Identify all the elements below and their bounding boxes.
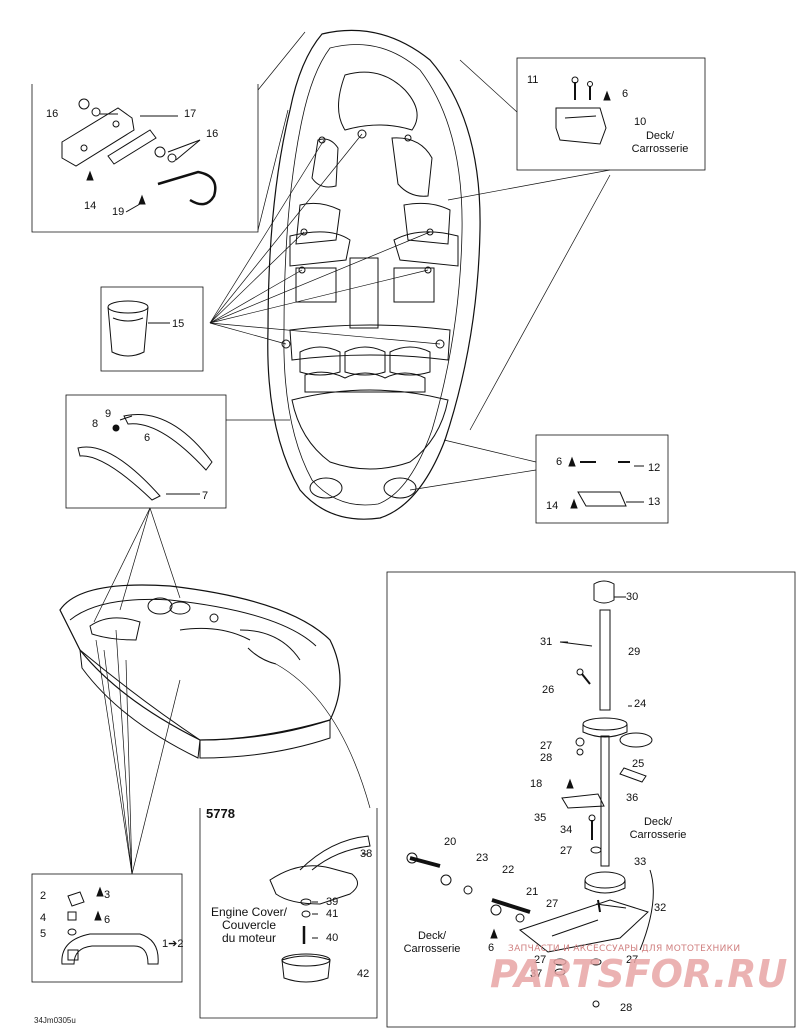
engine-cover-assembly xyxy=(269,835,371,983)
callout-27: 27 xyxy=(546,898,559,910)
callout-9: 9 xyxy=(105,408,112,420)
callout-31: 31 xyxy=(540,636,553,648)
callout-32: 32 xyxy=(654,902,667,914)
callout-4: 4 xyxy=(40,912,47,924)
callout-21: 21 xyxy=(526,886,539,898)
callout-28: 28 xyxy=(620,1002,633,1014)
callout-16: 16 xyxy=(206,128,219,140)
detail-box-hooks xyxy=(31,84,259,233)
callout-27: 27 xyxy=(534,954,547,966)
callout-30: 30 xyxy=(626,591,639,603)
detail-box-cup-holder xyxy=(100,286,204,372)
callout-6: 6 xyxy=(556,456,563,468)
grab-handle-part xyxy=(77,414,213,501)
callout-14: 14 xyxy=(546,500,559,512)
callout-33: 33 xyxy=(634,856,647,868)
diagram-id: 5778 xyxy=(206,806,235,821)
detail-box-fasteners-right xyxy=(535,434,669,524)
callout-26: 26 xyxy=(542,684,555,696)
callout-29: 29 xyxy=(628,646,641,658)
detail-box-engine-cover xyxy=(199,808,378,1019)
callout-41: 41 xyxy=(326,908,339,920)
callout-10: 10 xyxy=(634,116,647,128)
callout-14: 14 xyxy=(84,200,97,212)
callout-7: 7 xyxy=(202,490,209,502)
cup-holder-part xyxy=(107,300,170,357)
callout-39: 39 xyxy=(326,896,339,908)
reference-code: 34Jm0305u xyxy=(34,1016,76,1025)
callout-16: 16 xyxy=(46,108,59,120)
callout-15: 15 xyxy=(172,318,185,330)
callout-19: 19 xyxy=(112,206,125,218)
small-parts xyxy=(61,886,159,965)
callout-25: 25 xyxy=(632,758,645,770)
callout-34: 34 xyxy=(560,824,573,836)
callout-13: 13 xyxy=(648,496,661,508)
callout-35: 35 xyxy=(534,812,547,824)
callout-6: 6 xyxy=(104,914,111,926)
callout-27: 27 xyxy=(626,954,639,966)
fasteners-right-parts xyxy=(568,456,644,509)
caption-engine-cover: Engine Cover/ Couvercle du moteur xyxy=(210,905,288,945)
detail-box-steering-column xyxy=(386,571,796,1028)
fasteners-top-parts xyxy=(555,76,611,145)
detail-box-small-parts xyxy=(31,873,183,983)
detail-box-grab-handle xyxy=(65,394,227,509)
callout-27: 27 xyxy=(540,740,553,752)
callout-6: 6 xyxy=(622,88,629,100)
caption-deck-bottom: Deck/ Carrosserie xyxy=(403,930,461,955)
callout-17: 17 xyxy=(184,108,197,120)
callout-11: 11 xyxy=(527,74,539,86)
callout-20: 20 xyxy=(444,836,457,848)
tie-down-parts xyxy=(61,98,217,213)
callout-42: 42 xyxy=(357,968,370,980)
deck-leader-lines xyxy=(209,31,611,491)
steering-column-assembly xyxy=(406,580,654,1008)
callout-22: 22 xyxy=(502,864,515,876)
callout-38: 38 xyxy=(360,848,373,860)
arrow-note: 1➔2 xyxy=(162,938,184,950)
callout-36: 36 xyxy=(626,792,639,804)
callout-24: 24 xyxy=(634,698,647,710)
callout-6: 6 xyxy=(488,942,495,954)
callout-27: 27 xyxy=(560,845,573,857)
deck-top-view xyxy=(267,29,481,520)
callout-37: 37 xyxy=(530,968,543,980)
boat-perspective-view xyxy=(59,584,341,759)
callout-18: 18 xyxy=(530,778,543,790)
detail-box-fasteners-top xyxy=(516,57,706,171)
callout-8: 8 xyxy=(92,418,99,430)
callout-5: 5 xyxy=(40,928,47,940)
callout-23: 23 xyxy=(476,852,489,864)
callout-40: 40 xyxy=(326,932,339,944)
callout-12: 12 xyxy=(648,462,661,474)
callout-28: 28 xyxy=(540,752,553,764)
callout-3: 3 xyxy=(104,889,111,901)
callout-6: 6 xyxy=(144,432,151,444)
caption-deck-right: Deck/ Carrosserie xyxy=(629,816,687,841)
callout-2: 2 xyxy=(40,890,47,902)
watermark-brand: PARTSFOR.RU xyxy=(490,952,788,996)
watermark-caption: ЗАПЧАСТИ И АКСЕССУАРЫ ДЛЯ МОТОТЕХНИКИ xyxy=(508,944,741,954)
boat-leader-lines xyxy=(93,507,371,875)
caption-deck-top: Deck/ Carrosserie xyxy=(631,130,689,155)
